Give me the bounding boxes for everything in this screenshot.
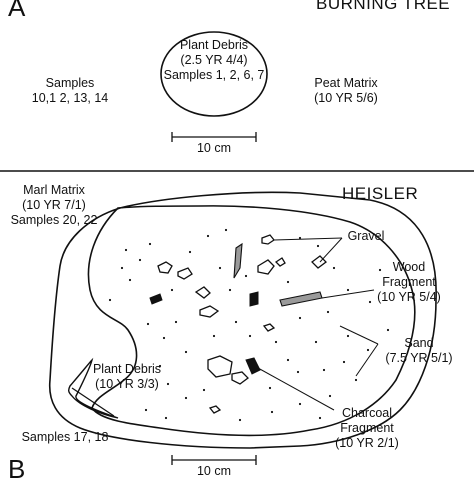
gravel-leader (273, 237, 343, 241)
marl-matrix-label: Marl Matrix (10 YR 7/1) Samples 20, 22 (6, 183, 102, 228)
plant-debris-label-b: Plant Debris (10 YR 3/3) (82, 362, 172, 392)
marl-matrix-line3: Samples 20, 22 (10, 213, 98, 227)
gravel-label: Gravel (347, 229, 385, 243)
wood-fragment (233, 242, 243, 279)
wood-fragment-line3: (10 YR 5/4) (377, 290, 441, 304)
scale-label-b: 10 cm (196, 464, 232, 478)
plant-debris-a-line3: Samples 1, 2, 6, 7 (163, 68, 265, 82)
plant-debris-b-line1: Plant Debris (92, 362, 162, 376)
charcoal-line3: (10 YR 2/1) (335, 436, 399, 450)
wood-fragments (233, 242, 323, 307)
plant-debris-label-a: Plant Debris (2.5 YR 4/4) Samples 1, 2, … (160, 38, 268, 83)
gravel-clast (207, 355, 233, 378)
gravel-leader (319, 237, 343, 263)
gravel-clasts (157, 234, 327, 414)
plant-debris-a-line1: Plant Debris (179, 38, 249, 52)
plant-debris-lens-b (67, 357, 119, 419)
panel-title-a: BURNING TREE (316, 0, 451, 13)
panel-letter-b: B (8, 454, 26, 484)
gravel-clast (257, 259, 275, 275)
gravel-clast (261, 234, 275, 245)
charcoal-fragment-label: Charcoal Fragment (10 YR 2/1) (324, 406, 410, 451)
gravel-clast (157, 261, 173, 274)
peat-matrix-line2: (10 YR 5/6) (314, 91, 378, 105)
samples-a-line1: Samples (45, 76, 95, 90)
gravel-clast (208, 405, 222, 414)
sand-outline (87, 205, 416, 437)
marl-outline (48, 191, 437, 449)
charcoal-line1: Charcoal (341, 406, 393, 420)
peat-matrix-label: Peat Matrix (10 YR 5/6) (296, 76, 396, 106)
sand-line2: (7.5 YR 5/1) (385, 351, 453, 365)
panel-letter-a: A (8, 0, 26, 22)
gravel-clast (194, 286, 211, 299)
plant-debris-outline-a (160, 31, 268, 117)
samples-label-b: Samples 17, 18 (21, 430, 109, 444)
charcoal-fragment (245, 357, 261, 375)
gravel-clast (311, 255, 327, 269)
plant-debris-line (71, 387, 115, 417)
marl-matrix-line1: Marl Matrix (23, 183, 85, 197)
gravel-clast (199, 305, 220, 318)
samples-label-a: Samples 10,1 2, 13, 14 (20, 76, 120, 106)
wood-fragment (279, 291, 323, 307)
gravel-clast (231, 371, 249, 385)
sand-leader (339, 325, 379, 345)
wood-leader (321, 289, 375, 299)
diagram-canvas (0, 31, 474, 465)
leader-lines (257, 237, 379, 411)
sand-line1: Sand (404, 336, 434, 350)
plant-debris-b-line2: (10 YR 3/3) (95, 377, 159, 391)
wood-fragment-line2: Fragment (382, 275, 436, 289)
sand-grains (108, 228, 390, 422)
peat-matrix-line1: Peat Matrix (314, 76, 378, 90)
gravel-clast (262, 323, 276, 332)
panel-title-b: HEISLER (342, 184, 419, 203)
charcoal-leader (257, 367, 335, 411)
scale-bar-b (171, 455, 257, 465)
samples-a-line2: 10,1 2, 13, 14 (31, 91, 109, 105)
scale-label-a: 10 cm (196, 141, 232, 155)
sand-label: Sand (7.5 YR 5/1) (374, 336, 464, 366)
wood-fragment-label: Wood Fragment (10 YR 5/4) (366, 260, 452, 305)
wood-fragment-line1: Wood (392, 260, 426, 274)
sand-leader (355, 343, 379, 377)
plant-debris-a-line2: (2.5 YR 4/4) (180, 53, 248, 67)
charcoal-fragment (249, 291, 259, 307)
charcoal-line2: Fragment (340, 421, 394, 435)
gravel-clast (274, 257, 286, 267)
scale-bar-a (171, 132, 257, 142)
charcoal-fragments (149, 291, 261, 375)
marl-matrix-line2: (10 YR 7/1) (22, 198, 86, 212)
gravel-clast (177, 267, 193, 280)
charcoal-fragment (149, 293, 163, 305)
